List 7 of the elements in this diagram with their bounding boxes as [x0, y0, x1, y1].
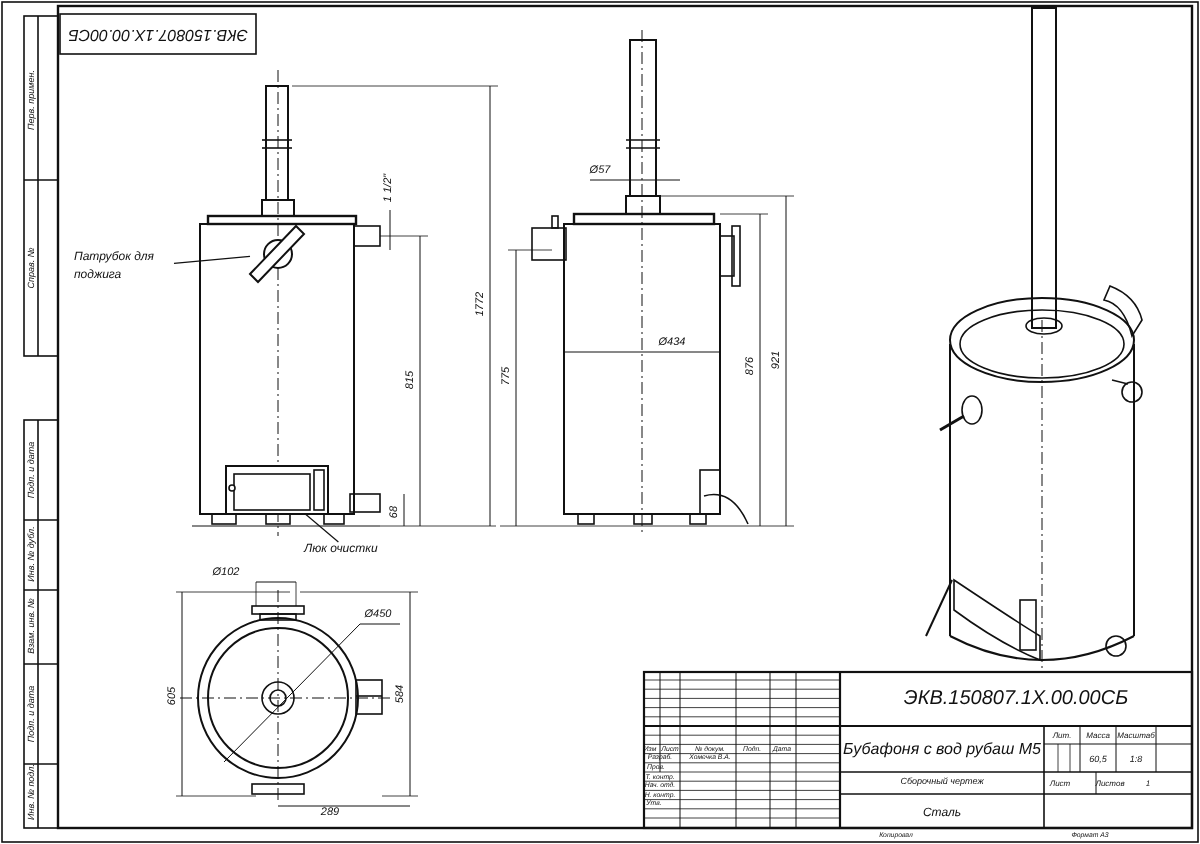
leader-line	[173, 255, 251, 265]
nozzle-drawing	[248, 224, 306, 284]
title-block-text: Бубафоня с вод рубаш М5	[843, 742, 1041, 758]
drawing-number: ЭКВ.150807.1Х.00.00СБ	[68, 26, 248, 42]
drawing-number: ЭКВ.150807.1Х.00.00СБ	[903, 690, 1129, 710]
leader-line	[304, 513, 339, 543]
cleaning-hatch-drawing	[225, 465, 329, 515]
